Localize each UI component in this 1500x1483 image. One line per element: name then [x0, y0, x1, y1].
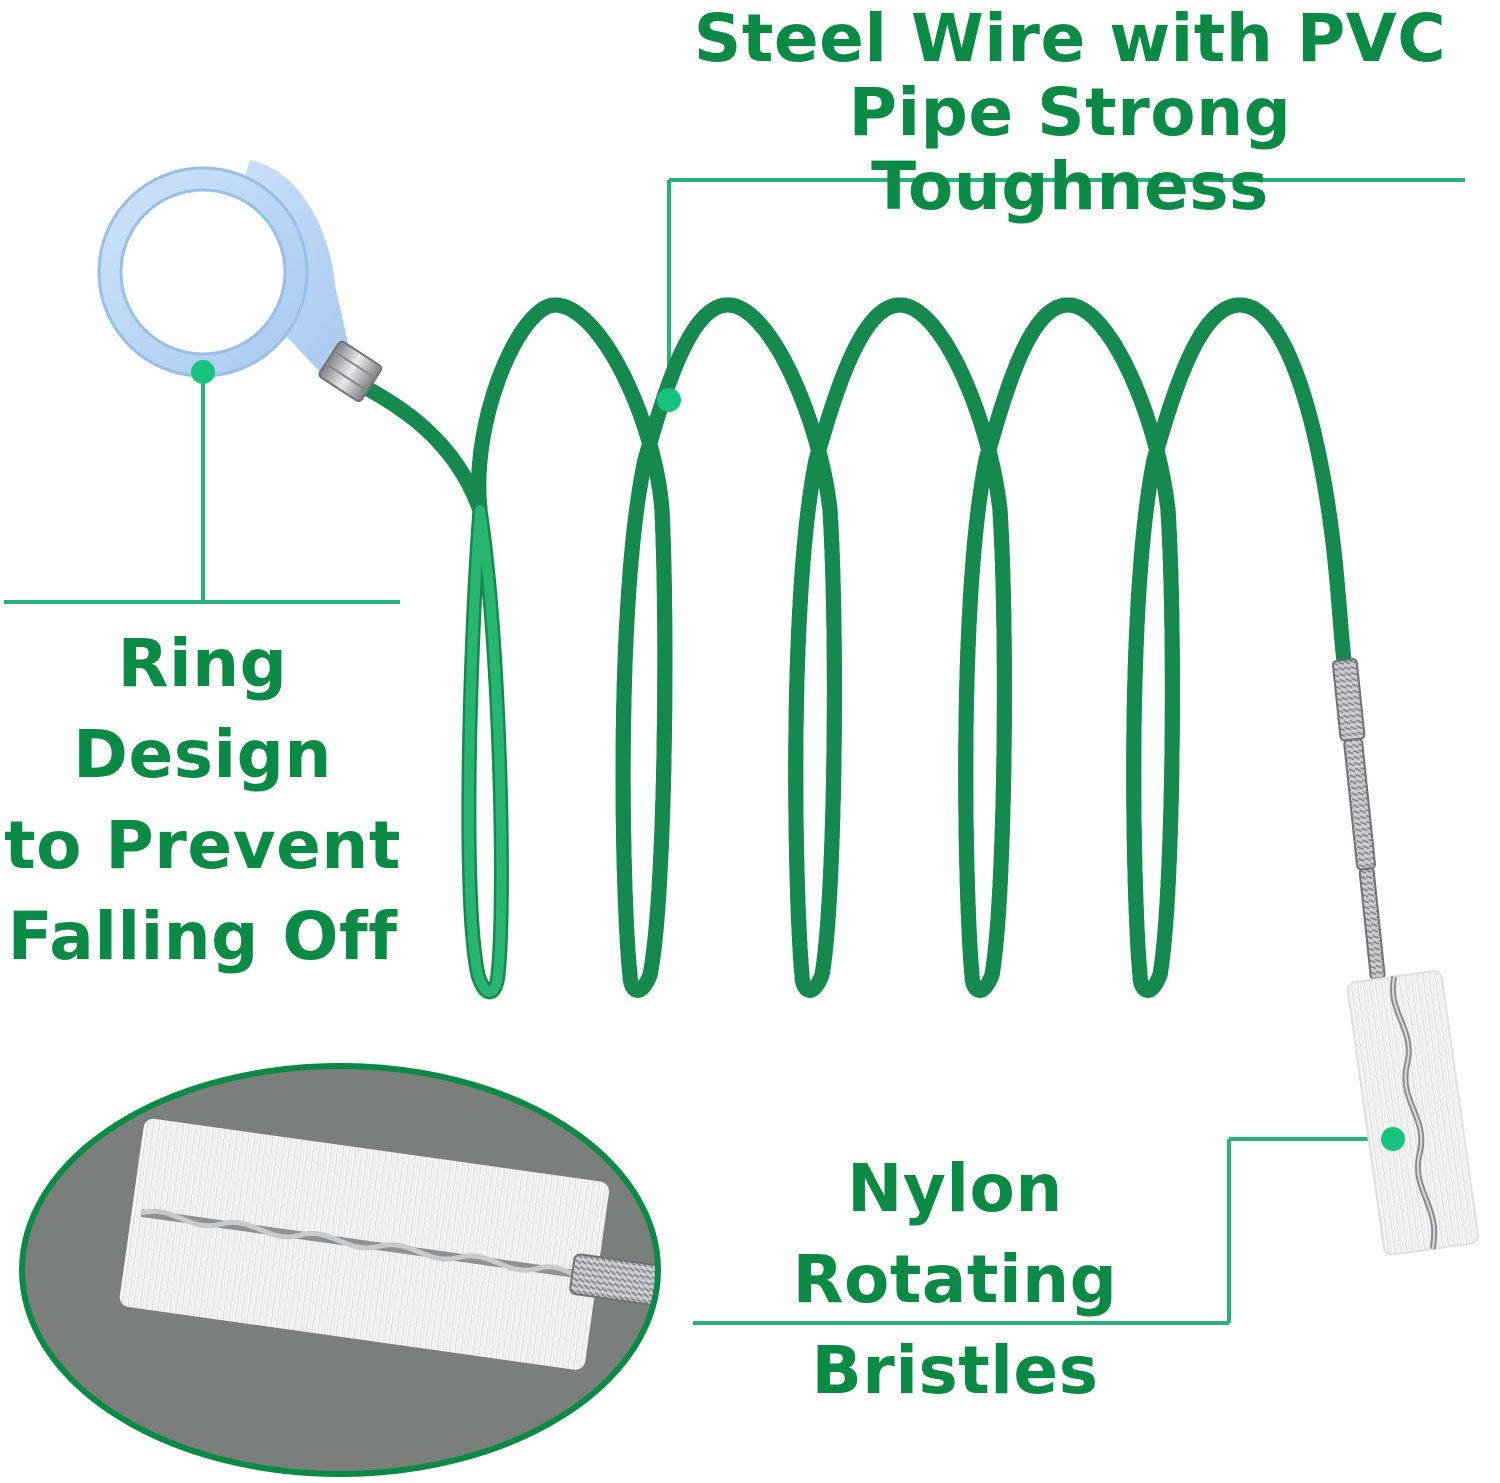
wire-dot — [657, 388, 681, 412]
bristles-label-line-1: Nylon Rotating — [792, 1150, 1118, 1319]
wire-label-line-1: Steel Wire with PVC — [693, 0, 1447, 77]
ring-handle-icon — [97, 160, 383, 403]
brush-closeup-icon — [19, 1063, 661, 1477]
ring-label-line-3: Falling Off — [7, 898, 398, 976]
bristles-label-line-2: Bristles — [811, 1332, 1099, 1410]
leader-line-bristles — [693, 1137, 1393, 1325]
coiled-wire-icon — [347, 297, 1353, 1000]
bristles-dot — [1381, 1127, 1405, 1151]
nylon-brush-icon — [1331, 658, 1480, 1256]
ring-label: Ring Design to Prevent Falling Off — [0, 618, 405, 982]
bristles-label: Nylon Rotating Bristles — [690, 1143, 1220, 1416]
ring-dot — [191, 360, 215, 384]
ring-label-line-1: Ring Design — [73, 625, 332, 794]
leader-line-ring — [4, 372, 400, 604]
wire-label-line-2: Pipe Strong Toughness — [848, 73, 1292, 225]
ring-label-line-2: to Prevent — [4, 807, 401, 885]
wire-label: Steel Wire with PVC Pipe Strong Toughnes… — [650, 2, 1490, 224]
